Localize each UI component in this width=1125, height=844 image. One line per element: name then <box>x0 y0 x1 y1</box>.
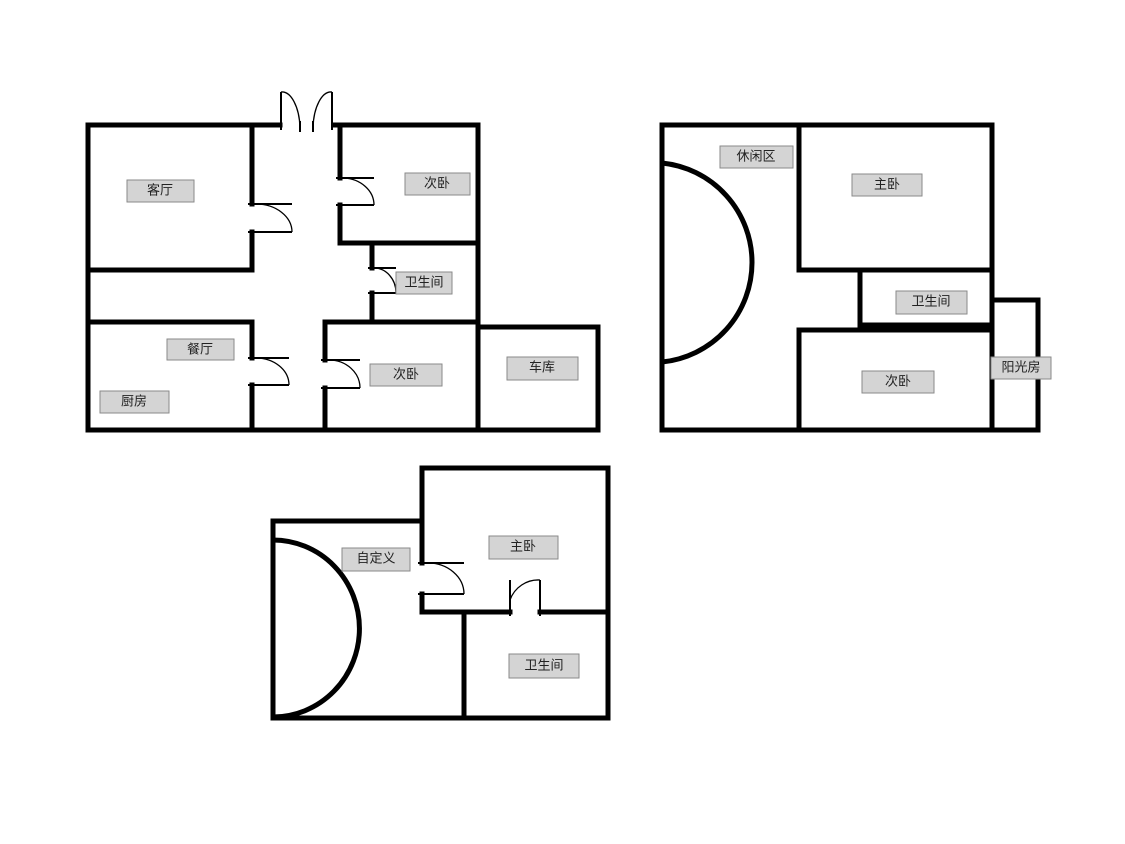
room-label-living-room: 客厅 <box>126 179 195 203</box>
floor-plan-1: 客厅 次卧 卫生间 餐厅 厨房 次卧 车库 <box>85 91 601 433</box>
room-label-text: 自定义 <box>356 552 395 567</box>
room-label-text: 次卧 <box>424 176 450 192</box>
bedroom-a-door[interactable] <box>336 177 375 206</box>
room-label-bedroom-b: 次卧 <box>369 363 443 387</box>
room-label-custom: 自定义 <box>341 547 411 572</box>
room-label-text: 卫生间 <box>404 276 443 291</box>
floor-plan-3: 自定义 主卧 卫生间 <box>270 465 611 721</box>
room-label-master-bedroom: 主卧 <box>851 173 923 197</box>
stair-arc <box>661 160 755 365</box>
floor-plan-2: 休闲区 主卧 卫生间 次卧 阳光房 <box>659 122 1052 433</box>
walls <box>85 122 601 433</box>
room-label-bedroom-a: 次卧 <box>404 172 471 196</box>
room-label-text: 主卧 <box>510 540 536 555</box>
room-label-text: 主卧 <box>874 178 900 193</box>
room-label-text: 车库 <box>529 360 555 376</box>
room-label-text: 餐厅 <box>187 342 213 358</box>
room-label-text: 卫生间 <box>524 659 563 674</box>
room-label-text: 次卧 <box>885 374 911 390</box>
bathroom-door[interactable] <box>368 267 397 294</box>
living-room-door[interactable] <box>248 203 293 233</box>
room-label-sunroom: 阳光房 <box>990 356 1052 380</box>
room-label-bathroom: 卫生间 <box>395 271 453 295</box>
custom-room-door[interactable] <box>418 562 465 595</box>
room-label-bathroom: 卫生间 <box>508 653 580 679</box>
room-label-leisure-area: 休闲区 <box>719 145 794 169</box>
room-label-bedroom: 次卧 <box>861 370 935 394</box>
room-label-text: 休闲区 <box>736 150 775 165</box>
room-label-text: 客厅 <box>147 183 173 199</box>
room-label-text: 次卧 <box>393 367 419 383</box>
stair-arc <box>272 537 362 720</box>
dining-room-door[interactable] <box>248 357 290 386</box>
room-label-text: 阳光房 <box>1001 360 1040 376</box>
room-label-master-bedroom: 主卧 <box>488 535 559 560</box>
walls <box>659 122 1041 433</box>
walls <box>270 465 611 721</box>
bathroom-door[interactable] <box>509 579 541 616</box>
room-label-text: 卫生间 <box>911 295 950 310</box>
room-label-garage: 车库 <box>506 356 579 381</box>
entrance-double-door[interactable] <box>280 91 333 132</box>
room-label-dining-room: 餐厅 <box>166 338 235 361</box>
room-label-kitchen: 厨房 <box>99 390 170 414</box>
room-label-bathroom: 卫生间 <box>895 290 968 315</box>
bedroom-b-door[interactable] <box>321 359 361 389</box>
room-label-text: 厨房 <box>121 394 147 410</box>
